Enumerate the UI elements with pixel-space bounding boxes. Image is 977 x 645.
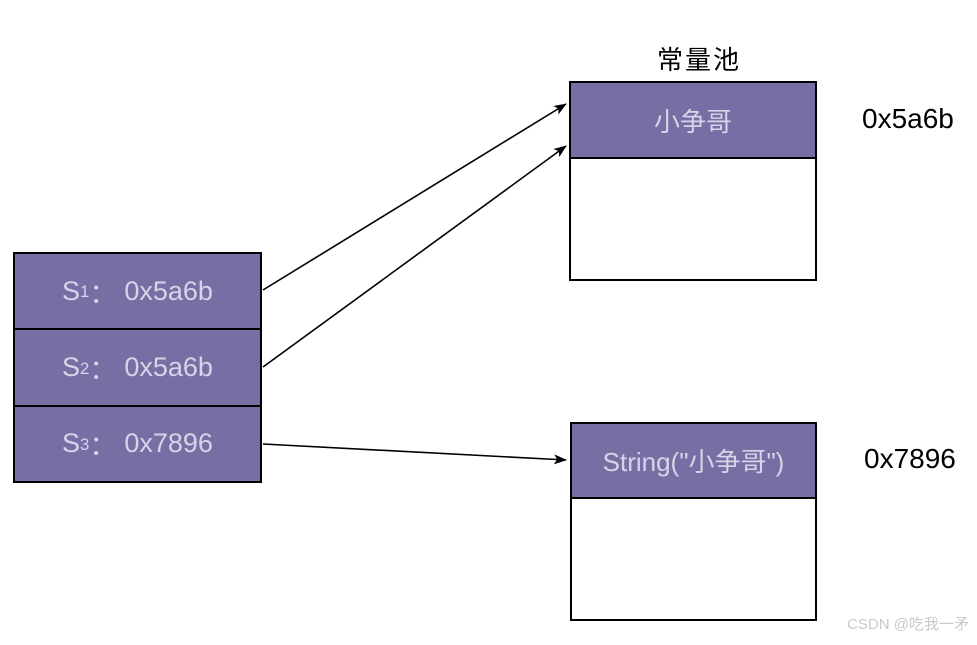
arrow-s1-to-constant-pool: [262, 103, 567, 291]
var-s1-separator: ：: [89, 278, 117, 309]
constant-pool-empty-cell: [571, 159, 815, 279]
csdn-watermark: CSDN @吃我一矛: [847, 616, 969, 633]
heap-address-label: 0x7896: [864, 443, 956, 474]
var-s2-name: S: [62, 351, 81, 382]
var-s2-subscript: 2: [80, 358, 90, 378]
var-s1-address: 0x5a6b: [124, 275, 213, 306]
arrow-s2-to-constant-pool: [262, 145, 567, 368]
var-s1-name: S: [62, 275, 81, 306]
constant-pool-title: 常量池: [656, 45, 741, 75]
var-s2-address: 0x5a6b: [124, 351, 213, 382]
var-s3-address: 0x7896: [124, 428, 213, 459]
arrow-s3-to-heap-object: [262, 443, 567, 465]
var-s3-name: S: [62, 428, 81, 459]
heap-string-object-box: String("小争哥"): [570, 422, 817, 621]
var-s2-separator: ：: [89, 354, 117, 385]
constant-pool-box: 小争哥: [569, 81, 817, 281]
var-s1-subscript: 1: [80, 282, 90, 302]
var-s3-separator: ：: [89, 431, 117, 462]
constant-pool-address-label: 0x5a6b: [862, 103, 954, 134]
var-s3-subscript: 3: [80, 435, 90, 455]
heap-string-object-cell: String("小争哥"): [572, 424, 815, 499]
heap-empty-cell: [572, 499, 815, 619]
constant-pool-string-cell: 小争哥: [571, 83, 815, 159]
